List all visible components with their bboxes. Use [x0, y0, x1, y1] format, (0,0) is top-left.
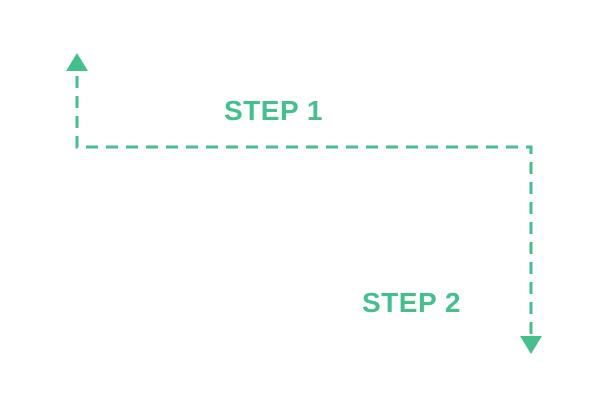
down-arrow-icon — [520, 336, 542, 354]
connector-line — [75, 76, 533, 340]
up-arrow-icon — [66, 53, 88, 71]
step-2-label: STEP 2 — [362, 287, 461, 318]
step-1-label: STEP 1 — [224, 95, 323, 126]
